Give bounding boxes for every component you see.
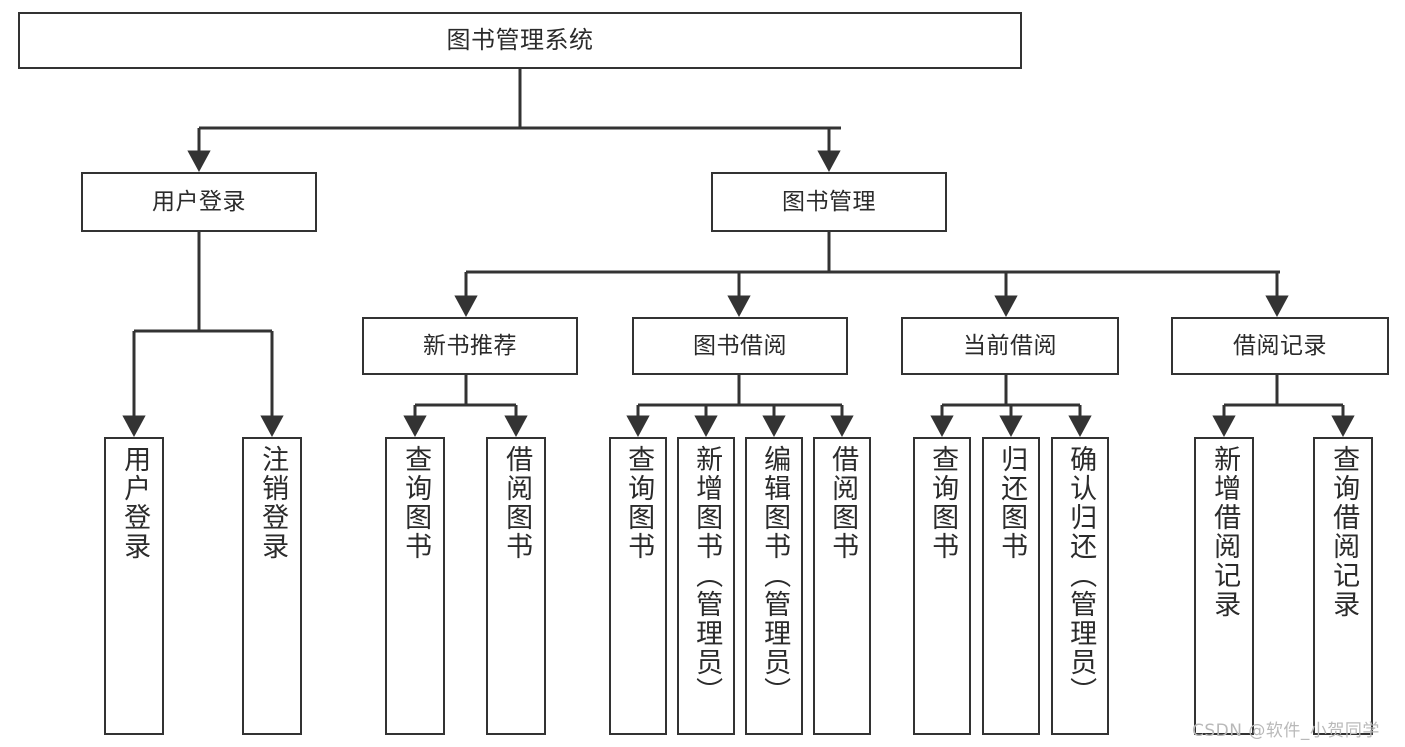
node-label: 注销登录 bbox=[257, 445, 289, 561]
node-label: 借阅记录 bbox=[1233, 332, 1327, 359]
connector-currentborrow-to-leaves bbox=[930, 375, 1092, 437]
node-current-borrow[interactable]: 当前借阅 bbox=[901, 317, 1119, 375]
node-user-login[interactable]: 用户登录 bbox=[81, 172, 317, 232]
node-label: 新增借阅记录 bbox=[1209, 445, 1241, 619]
node-label: 图书借阅 bbox=[693, 332, 787, 359]
connector-bookmgmt-to-level3 bbox=[454, 232, 1289, 317]
node-label: 借阅图书 bbox=[501, 445, 533, 561]
node-label: 用户登录 bbox=[119, 445, 151, 561]
node-book-management[interactable]: 图书管理 bbox=[711, 172, 947, 232]
node-label: 图书管理 bbox=[782, 188, 876, 215]
node-borrow-record[interactable]: 借阅记录 bbox=[1171, 317, 1389, 375]
node-leaf-add-borrow-record[interactable]: 新增借阅记录 bbox=[1194, 437, 1254, 735]
node-label: 当前借阅 bbox=[963, 332, 1057, 359]
node-label: 查询图书 bbox=[927, 445, 959, 561]
node-leaf-confirm-return-admin[interactable]: 确认归还（管理员） bbox=[1051, 437, 1109, 735]
node-leaf-query-book-b[interactable]: 查询图书 bbox=[609, 437, 667, 735]
connector-borrowrecord-to-leaves bbox=[1212, 375, 1355, 437]
node-label: 确认归还（管理员） bbox=[1065, 445, 1097, 706]
node-label: 用户登录 bbox=[152, 188, 246, 215]
connector-newbook-to-leaves bbox=[403, 375, 528, 437]
node-label: 归还图书 bbox=[996, 445, 1028, 561]
node-label: 查询借阅记录 bbox=[1328, 445, 1360, 619]
node-leaf-return-book[interactable]: 归还图书 bbox=[982, 437, 1040, 735]
node-new-book-recommend[interactable]: 新书推荐 bbox=[362, 317, 578, 375]
node-label: 图书管理系统 bbox=[446, 25, 594, 54]
node-leaf-query-book-c[interactable]: 查询图书 bbox=[913, 437, 971, 735]
node-leaf-borrow-book-a[interactable]: 借阅图书 bbox=[486, 437, 546, 735]
node-label: 编辑图书（管理员） bbox=[759, 445, 791, 706]
node-leaf-user-login[interactable]: 用户登录 bbox=[104, 437, 164, 735]
node-label: 借阅图书 bbox=[827, 445, 859, 561]
connector-userlogin-to-leaves bbox=[122, 232, 284, 437]
connector-root-to-level2 bbox=[187, 69, 841, 172]
node-label: 查询图书 bbox=[623, 445, 655, 561]
node-leaf-query-book-a[interactable]: 查询图书 bbox=[385, 437, 445, 735]
node-label: 新增图书（管理员） bbox=[691, 445, 723, 706]
node-book-borrow[interactable]: 图书借阅 bbox=[632, 317, 848, 375]
node-leaf-query-borrow-record[interactable]: 查询借阅记录 bbox=[1313, 437, 1373, 735]
connector-bookborrow-to-leaves bbox=[626, 375, 854, 437]
node-leaf-logout-login[interactable]: 注销登录 bbox=[242, 437, 302, 735]
node-leaf-add-book-admin[interactable]: 新增图书（管理员） bbox=[677, 437, 735, 735]
node-label: 新书推荐 bbox=[423, 332, 517, 359]
node-leaf-edit-book-admin[interactable]: 编辑图书（管理员） bbox=[745, 437, 803, 735]
node-label: 查询图书 bbox=[400, 445, 432, 561]
node-root-system[interactable]: 图书管理系统 bbox=[18, 12, 1022, 69]
node-leaf-borrow-book-b[interactable]: 借阅图书 bbox=[813, 437, 871, 735]
